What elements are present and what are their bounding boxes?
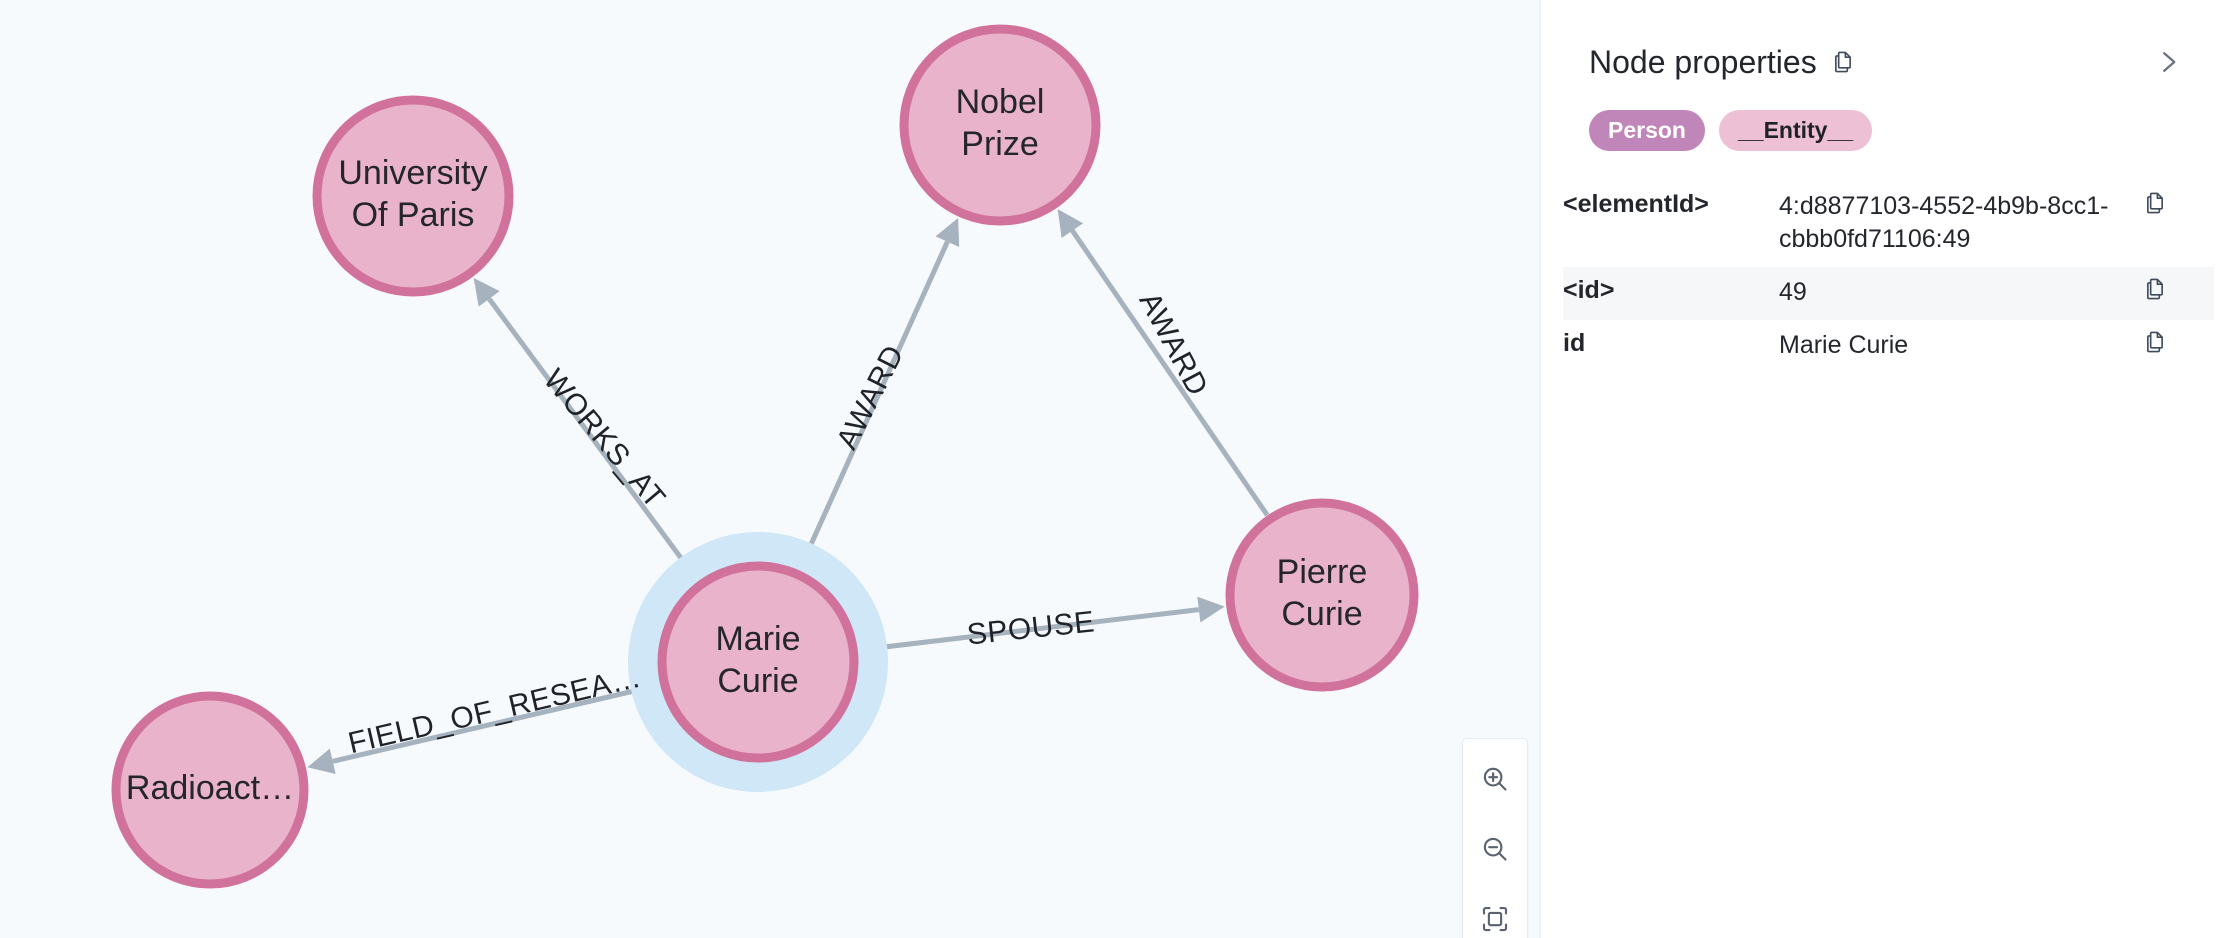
arrowhead-icon-spouse	[1197, 596, 1225, 623]
copy-icon[interactable]	[1830, 49, 1856, 75]
panel-title: Node properties	[1589, 43, 1817, 80]
copy-icon[interactable]	[2142, 329, 2168, 362]
property-value: Marie Curie	[1779, 331, 1909, 360]
arrowhead-icon-award-pierre	[1057, 209, 1084, 238]
property-row: <id> 49	[1563, 267, 2214, 321]
arrowhead-icon-works-at	[473, 277, 500, 307]
node-circle[interactable]	[899, 24, 1101, 226]
property-key: <elementId>	[1563, 190, 1709, 219]
edge-label-works-at: WORKS_AT	[537, 363, 672, 515]
edge-works-at[interactable]	[487, 297, 700, 583]
fit-to-screen-button[interactable]	[1467, 891, 1523, 938]
graph-node-radioactivity[interactable]: Radioact…	[111, 691, 309, 889]
edge-award-pierre[interactable]	[1070, 229, 1270, 517]
property-value: 49	[1779, 278, 1807, 307]
property-value: 4:d8877103-4552-4b9b-8cc1-cbbb0fd71106:4…	[1779, 192, 2109, 254]
node-label-chip-0[interactable]: Person	[1589, 110, 1705, 152]
node-labels-chips: Person __Entity__	[1563, 82, 2214, 152]
property-key: id	[1563, 329, 1586, 358]
panel-inner: Node properties Person__Entity__ <elem	[1563, 14, 2214, 924]
node-label-chip-1[interactable]: __Entity__	[1718, 110, 1873, 152]
edge-label-spouse: SPOUSE	[965, 605, 1096, 651]
edges-layer	[307, 209, 1270, 774]
edge-label-field-of-research: FIELD_OF_RESEA…	[345, 661, 644, 760]
copy-icon[interactable]	[2142, 276, 2168, 309]
arrowhead-icon-award-marie	[935, 217, 960, 248]
chevron-right-icon[interactable]	[2148, 42, 2188, 82]
arrowhead-icon-field-of-research	[307, 748, 336, 774]
zoom-controls[interactable]	[1462, 738, 1528, 938]
zoom-out-button[interactable]	[1467, 821, 1523, 877]
node-circle[interactable]	[312, 95, 514, 297]
edge-field-of-research[interactable]	[332, 682, 661, 764]
edge-label-award-pierre: AWARD	[1133, 287, 1215, 401]
panel-header: Node properties	[1563, 14, 2214, 82]
copy-icon[interactable]	[2142, 190, 2168, 223]
node-properties-panel: Node properties Person__Entity__ <elem	[1540, 0, 2232, 938]
edge-award-marie[interactable]	[797, 240, 950, 571]
node-circle[interactable]	[657, 561, 859, 763]
node-circle[interactable]	[1225, 498, 1419, 692]
zoom-in-button[interactable]	[1467, 751, 1523, 807]
node-properties-table: <elementId> 4:d8877103-4552-4b9b-8cc1-cbb…	[1563, 181, 2214, 373]
property-row: <elementId> 4:d8877103-4552-4b9b-8cc1-cbb…	[1563, 181, 2214, 267]
edge-label-award-marie: AWARD	[830, 340, 910, 455]
node-circle[interactable]	[111, 691, 309, 889]
property-key: <id>	[1563, 276, 1615, 305]
property-row: id Marie Curie	[1563, 320, 2214, 373]
edge-spouse[interactable]	[857, 607, 1200, 653]
